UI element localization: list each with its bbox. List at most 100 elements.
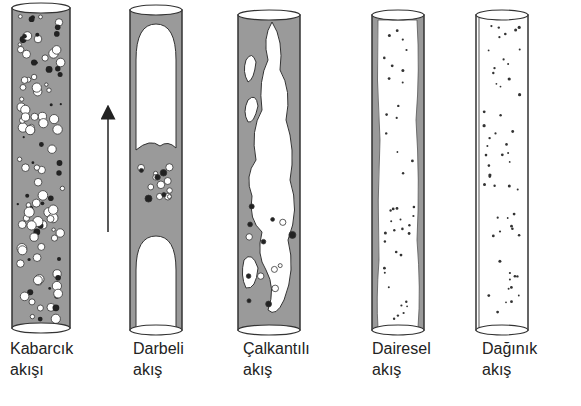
bubble [396,117,398,119]
bubble [400,219,402,221]
bubble [38,317,43,322]
bubble [498,260,501,263]
bubble [514,275,517,278]
annular-flow-pipe [372,10,424,335]
bubble [47,215,54,222]
bubble [167,195,171,199]
bubble [388,34,391,37]
bubble [167,188,172,193]
bubble [48,196,54,202]
bubble [18,15,22,19]
bubble [508,77,511,80]
bubble [23,136,25,138]
bubble [496,311,499,314]
bubble [496,83,498,85]
bubble [492,72,494,74]
bubble [488,50,490,52]
bubble [401,228,404,231]
bubble [18,43,21,46]
bubble [36,62,38,64]
bubble [514,29,517,32]
bubble [389,209,391,211]
bubble [18,246,27,255]
bubble [383,267,386,270]
bubble [483,110,486,113]
slug-flow-pipe [130,5,182,335]
bubble [499,230,501,232]
bubble [39,15,43,19]
bubble [246,234,252,240]
bubble [42,55,48,61]
bubble [490,25,492,27]
bubble [49,205,58,214]
bubble [58,72,63,77]
bubble [383,57,386,60]
flow-direction-arrow [107,112,109,232]
bubble [21,77,28,84]
bubble [57,160,63,166]
regime-label: Çalkantılı akış [243,338,335,380]
bubble [46,66,53,73]
bubble [37,305,43,311]
bubble [508,185,511,188]
bubble [249,204,254,209]
bubble [271,266,277,272]
bubble [401,69,404,72]
bubble [38,243,45,250]
regime-label: Kabarcık akışı [10,338,102,380]
regime-label: Dağınık akış [482,338,562,380]
bubble [518,26,521,29]
bubble [28,258,31,261]
bubble [247,299,251,303]
bubble [52,228,55,231]
bubble [388,77,391,80]
bubble [60,186,64,190]
bubble [53,125,62,134]
bubble [412,215,414,217]
bubble [518,295,520,297]
bubble [388,286,390,288]
bubble [507,152,509,154]
bubble [39,119,48,128]
bubble [510,225,513,228]
bubble [139,168,143,172]
bubble [384,240,386,242]
bubble [47,88,51,92]
bubble [396,29,399,32]
bubble [271,218,275,222]
bubble [518,93,521,96]
bubble [266,301,272,307]
bubble [513,213,516,216]
bubble [393,229,395,231]
bubble [32,83,41,92]
bubble [393,318,395,320]
bubble [53,304,60,311]
regime-label: Darbeli akış [133,338,205,380]
bubble [24,207,34,217]
bubble [48,287,51,290]
bubble [411,160,414,163]
bubble [25,194,29,198]
bubble [148,184,154,190]
bubble [20,292,29,301]
bubble [33,254,41,262]
bubble [54,31,60,37]
bubble [508,288,510,290]
bubble [17,260,24,267]
bubble [34,165,39,170]
bubble [22,164,30,172]
bubble [23,32,32,41]
bubble [31,74,36,79]
bubble [509,278,511,280]
bubble [486,145,488,147]
bubble [408,232,411,235]
bubble [510,286,513,289]
bubble [488,137,490,139]
bubble [56,229,64,237]
bubble [485,154,488,157]
bubble [509,272,511,274]
bubble [505,143,508,146]
bubble-flow-pipe [12,3,70,333]
bubble [17,203,19,205]
bubble [50,115,59,124]
